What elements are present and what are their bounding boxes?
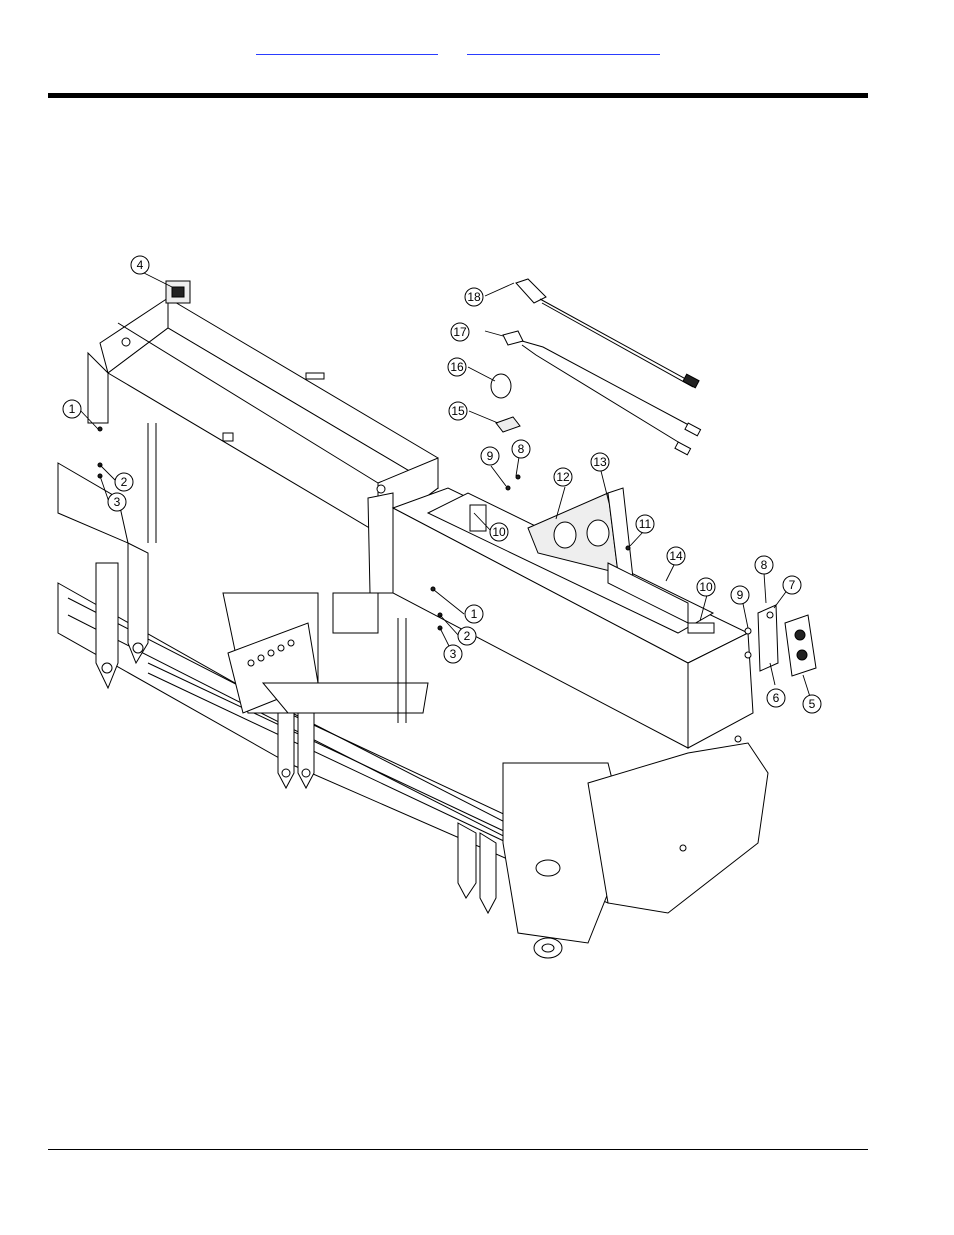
callout-2: 2	[115, 473, 133, 491]
callout-9b: 9	[731, 586, 749, 604]
lamp-assembly	[745, 605, 816, 676]
callout-3b: 3	[444, 645, 462, 663]
callout-8: 8	[512, 440, 530, 458]
callout-11: 11	[636, 515, 654, 533]
svg-text:12: 12	[556, 470, 570, 484]
harness-parts	[491, 279, 701, 455]
callout-2b: 2	[458, 627, 476, 645]
svg-text:9: 9	[487, 449, 494, 463]
header-rule	[48, 93, 868, 98]
svg-text:8: 8	[518, 442, 525, 456]
left-cover-box	[88, 281, 438, 593]
svg-text:14: 14	[669, 549, 683, 563]
svg-text:7: 7	[789, 578, 796, 592]
svg-text:15: 15	[451, 404, 465, 418]
svg-text:9: 9	[737, 588, 744, 602]
svg-text:3: 3	[450, 647, 457, 661]
callout-7: 7	[783, 576, 801, 594]
svg-text:13: 13	[593, 455, 607, 469]
header-link-left[interactable]	[256, 36, 438, 55]
callout-1b: 1	[465, 605, 483, 623]
svg-text:10: 10	[699, 580, 713, 594]
parts-diagram: 4 18 17 16 15 1 2 3 9 8 12 13 10 11 14 1…	[48, 243, 828, 973]
callout-9: 9	[481, 447, 499, 465]
callout-5: 5	[803, 695, 821, 713]
svg-text:3: 3	[114, 495, 121, 509]
svg-text:6: 6	[773, 691, 780, 705]
callout-8b: 8	[755, 556, 773, 574]
svg-text:2: 2	[121, 475, 128, 489]
callout-6: 6	[767, 689, 785, 707]
svg-text:1: 1	[471, 607, 478, 621]
svg-text:4: 4	[137, 258, 144, 272]
svg-text:5: 5	[809, 697, 816, 711]
footer-rule	[48, 1149, 868, 1150]
callout-14: 14	[667, 547, 685, 565]
svg-text:17: 17	[453, 325, 467, 339]
callout-18: 18	[465, 288, 483, 306]
callout-3: 3	[108, 493, 126, 511]
callout-1: 1	[63, 400, 81, 418]
svg-text:16: 16	[450, 360, 464, 374]
svg-text:8: 8	[761, 558, 768, 572]
callout-4: 4	[131, 256, 149, 274]
callout-17: 17	[451, 323, 469, 341]
callout-15: 15	[449, 402, 467, 420]
callout-12: 12	[554, 468, 572, 486]
svg-text:2: 2	[464, 629, 471, 643]
callout-10b: 10	[697, 578, 715, 596]
callout-13: 13	[591, 453, 609, 471]
callout-10: 10	[490, 523, 508, 541]
right-cover-box	[393, 488, 753, 748]
svg-text:11: 11	[639, 517, 652, 531]
svg-text:1: 1	[69, 402, 76, 416]
callout-16: 16	[448, 358, 466, 376]
svg-text:10: 10	[492, 525, 506, 539]
svg-text:18: 18	[467, 290, 481, 304]
header-link-right[interactable]	[467, 36, 660, 55]
